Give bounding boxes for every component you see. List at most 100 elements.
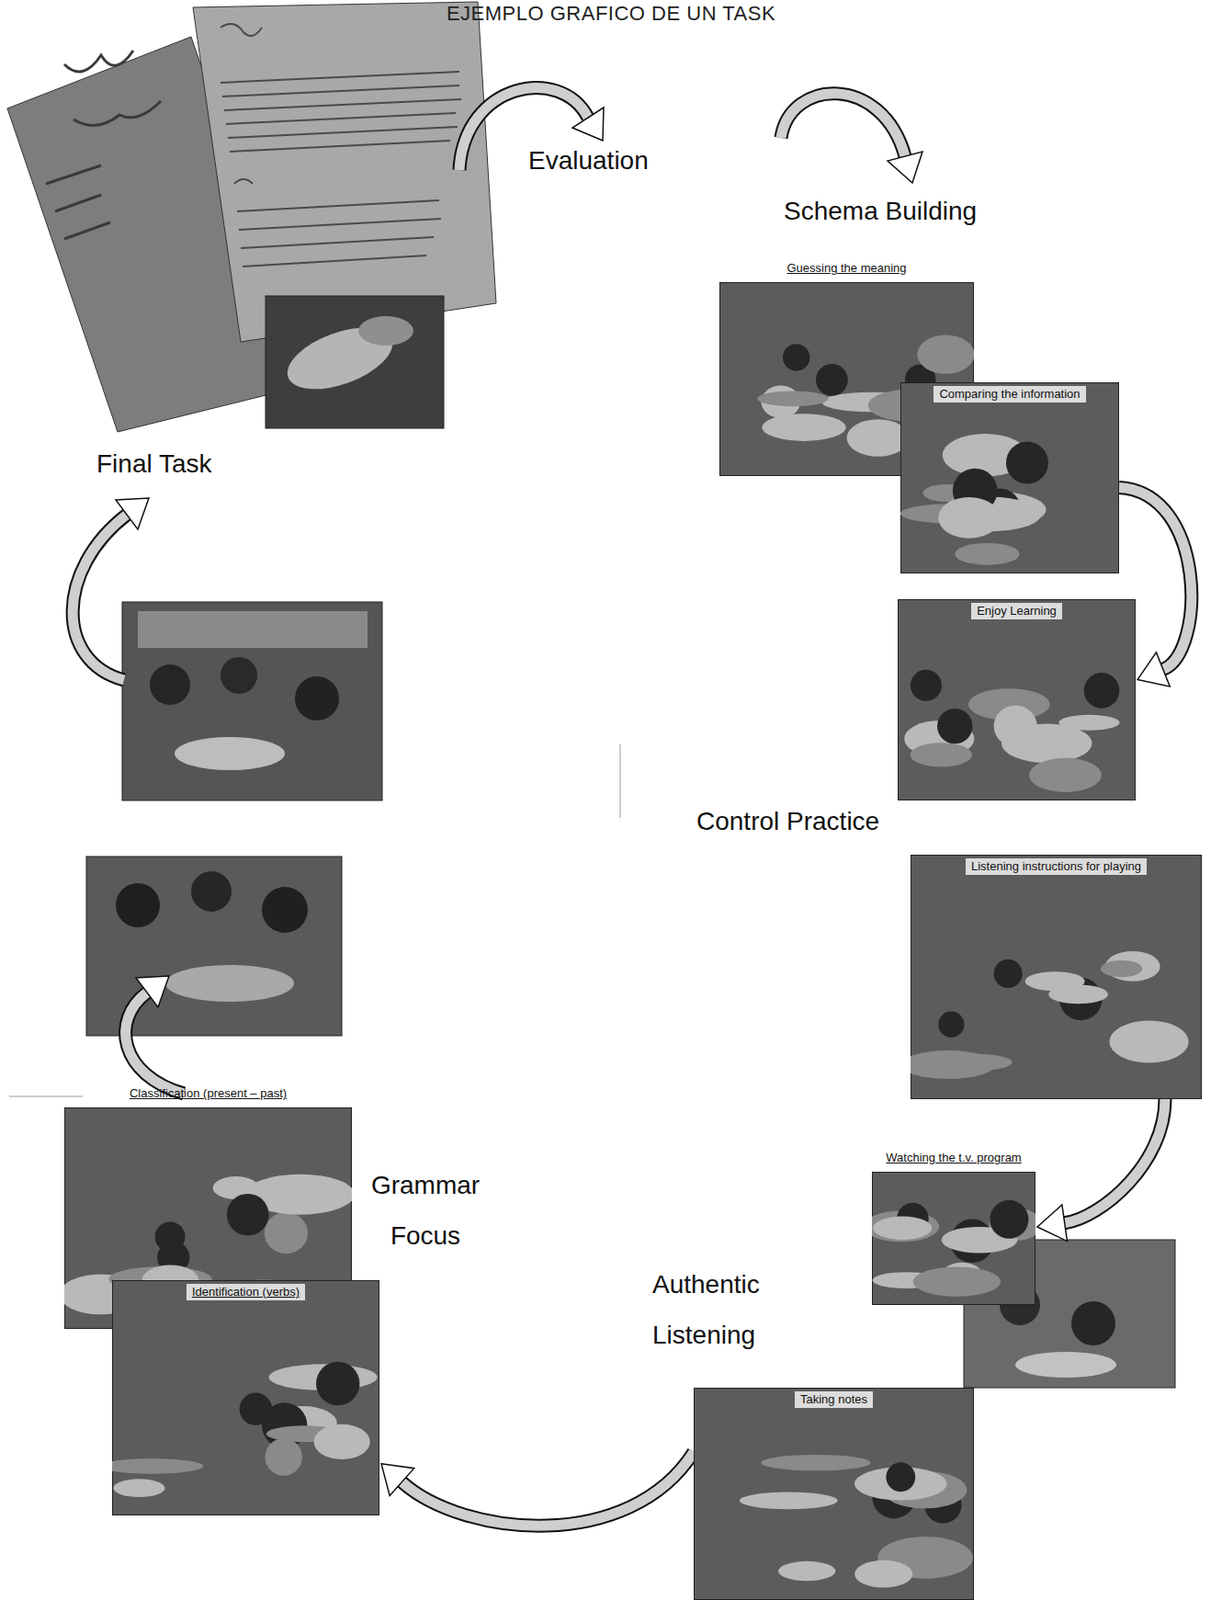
photo-detail <box>989 1199 1029 1239</box>
photo-detail <box>314 1424 371 1460</box>
ribbon-arrow <box>780 93 923 183</box>
photo-detail <box>954 543 1020 566</box>
ribbon <box>125 992 184 1094</box>
photo-detail <box>757 390 828 407</box>
photo-detail <box>1100 960 1143 977</box>
ribbon-arrow <box>125 975 184 1094</box>
photo-detail <box>815 363 849 397</box>
photo <box>897 599 1136 801</box>
photo-ground <box>911 855 1202 1099</box>
ribbon <box>401 1451 694 1526</box>
photo-detail <box>932 1053 1013 1072</box>
photo-caption: Comparing the information <box>933 385 1086 403</box>
photo-detail <box>1025 971 1086 991</box>
photo-caption: Taking notes <box>794 1391 873 1408</box>
ribbon <box>1064 1098 1166 1223</box>
arrow-head <box>887 151 923 183</box>
photo <box>900 382 1120 574</box>
arrow-head <box>572 107 604 141</box>
photo <box>910 854 1202 1099</box>
photo-detail <box>1071 1301 1116 1346</box>
photo-ground <box>694 1388 974 1600</box>
photo-detail <box>937 708 973 744</box>
ribbon <box>780 93 906 157</box>
photo-detail <box>165 964 295 1002</box>
photo-node: Identification (verbs) <box>112 1279 380 1516</box>
photo-node: Taking notes <box>693 1387 974 1600</box>
photo <box>122 601 383 801</box>
photo-caption: Identification (verbs) <box>186 1283 306 1301</box>
photo-detail <box>782 343 810 371</box>
ribbon <box>780 93 906 157</box>
photo-detail <box>239 1391 272 1425</box>
photo-node: Enjoy Learning <box>897 599 1136 801</box>
photo-caption: Listening instructions for playing <box>965 858 1147 875</box>
photo-node: Comparing the information <box>900 382 1120 574</box>
stage-label: Authentic Listening <box>652 1258 791 1360</box>
photo-detail <box>739 1491 838 1509</box>
photo-detail <box>1015 1351 1117 1378</box>
photo <box>112 1279 380 1516</box>
arrow-head <box>1037 1204 1068 1242</box>
arrow-head <box>1137 652 1170 687</box>
ribbon <box>72 514 127 680</box>
photo-detail <box>1058 714 1120 731</box>
stage-label: Control Practice <box>696 805 880 838</box>
handwriting <box>220 23 462 267</box>
caption-row: Watching the t.v. program <box>871 1148 1036 1172</box>
photo-detail <box>885 1461 916 1492</box>
handwriting <box>45 50 161 239</box>
arrow-head <box>115 497 149 530</box>
stage-label: Final Task <box>96 448 213 480</box>
photo-detail <box>191 871 232 912</box>
photo-caption: Enjoy Learning <box>971 602 1063 620</box>
photo-caption: Classification (present – past) <box>124 1085 293 1102</box>
photo-detail <box>149 664 191 705</box>
caption-row: Identification (verbs) <box>112 1279 380 1301</box>
caption-row: Classification (present – past) <box>64 1084 352 1108</box>
caption-row: Listening instructions for playing <box>910 854 1202 875</box>
photo-detail <box>174 736 285 770</box>
photo-detail <box>994 705 1038 747</box>
photo-detail <box>294 676 340 721</box>
photo-node: Listening instructions for playing <box>910 854 1202 1099</box>
photo-detail <box>761 413 846 442</box>
photo-detail <box>1084 672 1121 709</box>
photo-detail <box>778 1561 836 1581</box>
photo-node: Watching the t.v. program <box>871 1148 1036 1305</box>
photo-detail <box>113 1478 165 1497</box>
photo-ground <box>898 599 1136 801</box>
arrow-head <box>381 1463 415 1496</box>
photo <box>693 1387 974 1600</box>
caption-row: Guessing the meaning <box>719 259 974 283</box>
photo-detail <box>264 1437 302 1476</box>
rule-line <box>9 1096 83 1098</box>
caption-row: Comparing the information <box>900 382 1120 403</box>
stage-label: Evaluation <box>528 145 649 177</box>
ribbon <box>72 514 127 680</box>
photo-detail <box>854 1560 913 1588</box>
photo-detail <box>112 1458 204 1474</box>
connector <box>381 1451 694 1526</box>
ribbon <box>1064 1098 1166 1223</box>
photo-detail <box>115 882 160 928</box>
photo-ground <box>901 383 1120 574</box>
photo-detail <box>264 1211 308 1254</box>
photo-detail <box>137 611 368 648</box>
ribbon-arrow <box>72 497 149 680</box>
photo-detail <box>872 1216 932 1240</box>
photo-detail <box>938 1011 964 1038</box>
photo-caption: Watching the t.v. program <box>880 1149 1027 1166</box>
photo-detail <box>910 742 973 767</box>
photo-detail <box>261 886 308 933</box>
photo-ground <box>113 1280 380 1516</box>
photo-detail <box>916 335 974 374</box>
photo-detail <box>226 1193 270 1236</box>
connector <box>1037 1098 1166 1242</box>
photo-detail <box>1108 1019 1189 1063</box>
arrow-head <box>135 975 170 1008</box>
hand <box>358 316 414 346</box>
photo-detail <box>847 418 910 456</box>
